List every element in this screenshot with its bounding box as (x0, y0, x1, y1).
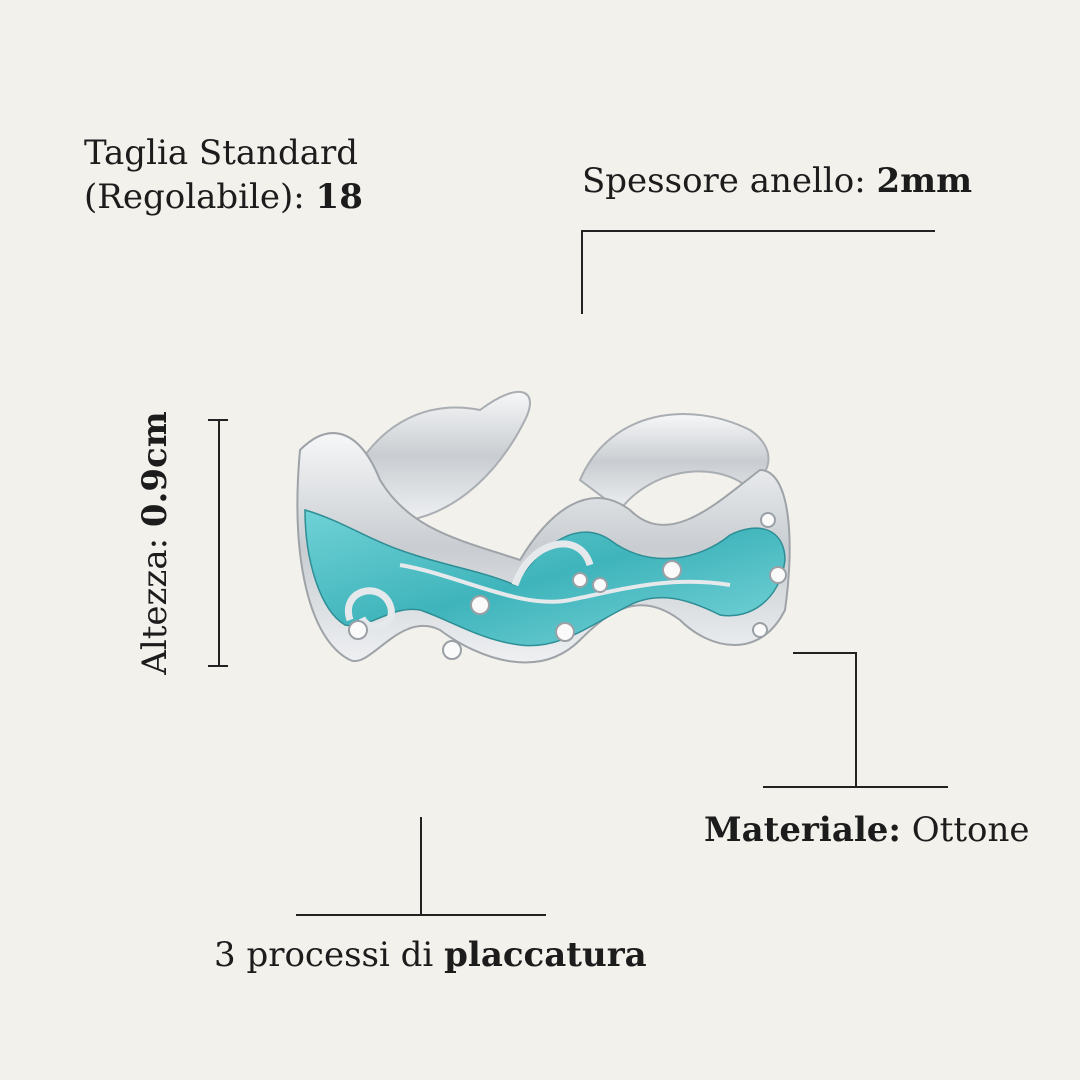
plating-label-text: 3 processi di (214, 935, 434, 975)
plating-value: placcatura (444, 935, 647, 975)
thickness-label-text: Spessore anello: (582, 161, 866, 201)
thickness-label: Spessore anello: 2mm (582, 159, 972, 203)
size-label-line1: Taglia Standard (84, 133, 359, 173)
thickness-callout-horizontal (581, 230, 935, 232)
ring-swirl-3 (399, 563, 731, 604)
plating-callout-vertical (420, 817, 422, 915)
ring-stones (348, 512, 787, 660)
thickness-value: 2mm (876, 161, 973, 201)
material-callout-bottom (763, 786, 948, 788)
height-label: Altezza: 0.9cm (133, 411, 177, 674)
size-label-line2-wrap: (Regolabile): 18 (84, 175, 363, 219)
height-value: 0.9cm (135, 411, 175, 528)
material-label-text: Materiale: (704, 810, 901, 850)
plating-label: 3 processi di placcatura (214, 933, 647, 977)
ring-image (296, 391, 791, 664)
material-callout-vertical (855, 652, 857, 787)
height-label-text: Altezza: (135, 537, 175, 675)
material-value: Ottone (911, 810, 1030, 850)
ring-enamel-wave (304, 509, 786, 647)
height-dimension-line (218, 420, 220, 666)
ring-inner-band (348, 391, 531, 522)
plating-callout-horizontal (296, 914, 546, 916)
material-label: Materiale: Ottone (704, 808, 1029, 852)
height-dimension-top-cap (208, 419, 228, 421)
size-label-line2: (Regolabile): (84, 177, 305, 217)
size-value: 18 (315, 177, 363, 217)
ring-swirl-1 (344, 587, 395, 631)
thickness-callout-vertical (581, 230, 583, 314)
height-dimension-bottom-cap (208, 665, 228, 667)
ring-swirl-2 (511, 540, 594, 587)
material-callout-top (793, 652, 857, 654)
size-label: Taglia Standard (Regolabile): 18 (84, 131, 363, 219)
ring-inner-band-right (578, 413, 770, 512)
